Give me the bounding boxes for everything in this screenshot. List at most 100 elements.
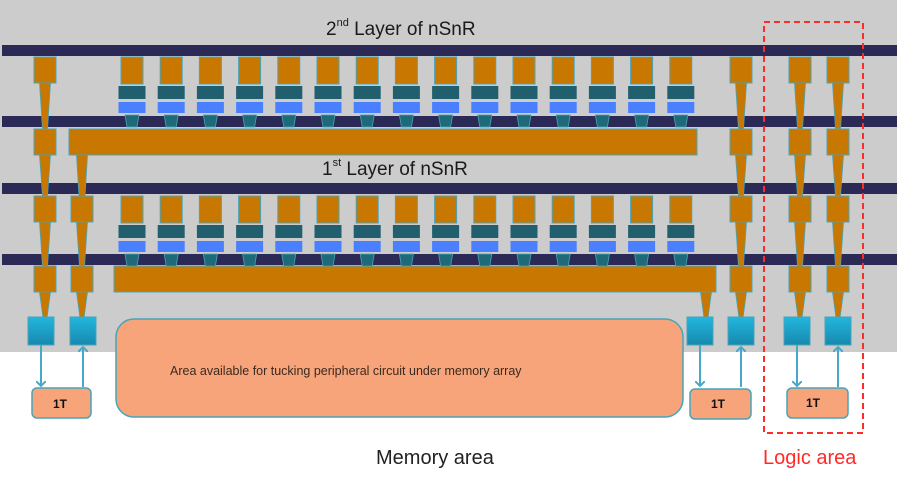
- selector-layer: [667, 225, 695, 238]
- via: [163, 114, 179, 128]
- top-electrode: [669, 56, 693, 85]
- contact-pad: [783, 316, 811, 346]
- top-electrode: [277, 195, 301, 224]
- resistive-layer: [118, 102, 146, 113]
- top-electrode: [434, 56, 458, 85]
- selector-layer: [314, 225, 342, 238]
- via-pad: [826, 265, 850, 293]
- via-pad: [33, 56, 57, 84]
- nsnr-cell: [157, 56, 185, 128]
- selector-layer: [157, 86, 185, 99]
- nsnr-cell: [392, 195, 420, 267]
- via: [673, 114, 689, 128]
- via: [477, 114, 493, 128]
- via-pad: [729, 195, 753, 223]
- via: [634, 253, 650, 267]
- resistive-layer: [432, 241, 460, 252]
- via: [398, 114, 414, 128]
- resistive-layer: [628, 241, 656, 252]
- top-electrode: [277, 56, 301, 85]
- logic-area-label: Logic area: [763, 447, 857, 469]
- top-electrode: [238, 56, 262, 85]
- top-electrode: [590, 56, 614, 85]
- resistive-layer: [314, 241, 342, 252]
- via: [320, 114, 336, 128]
- selector-layer: [510, 225, 538, 238]
- selector-layer: [588, 86, 616, 99]
- contact-pad: [69, 316, 97, 346]
- peripheral-circuit-area: [115, 318, 684, 418]
- resistive-layer: [667, 102, 695, 113]
- top-electrode: [355, 56, 379, 85]
- via-pad: [729, 56, 753, 84]
- via-pad: [788, 128, 812, 156]
- transistor-label-2: 1T: [711, 397, 726, 411]
- memory-area-label: Memory area: [376, 447, 494, 469]
- resistive-layer: [588, 102, 616, 113]
- resistive-layer: [196, 102, 224, 113]
- contact-pad: [686, 316, 714, 346]
- top-electrode: [394, 195, 418, 224]
- selector-layer: [628, 86, 656, 99]
- layer-2-text: Layer of nSnR: [348, 19, 476, 40]
- resistive-layer: [588, 241, 616, 252]
- via-pad: [33, 195, 57, 223]
- nsnr-cell: [275, 195, 303, 267]
- nsnr-cell: [588, 195, 616, 267]
- via: [163, 253, 179, 267]
- top-electrode: [394, 56, 418, 85]
- nsnr-cell: [471, 56, 499, 128]
- selector-layer: [314, 86, 342, 99]
- resistive-layer: [510, 102, 538, 113]
- transistor-box: [31, 387, 92, 419]
- selector-layer: [196, 86, 224, 99]
- resistive-layer: [275, 241, 303, 252]
- top-electrode: [590, 195, 614, 224]
- top-electrode: [120, 195, 144, 224]
- nsnr-cell: [432, 56, 460, 128]
- via: [242, 253, 258, 267]
- contact-pad: [727, 316, 755, 346]
- layer-1-text: Layer of nSnR: [341, 159, 468, 180]
- layer-2-number: 2: [326, 19, 337, 40]
- resistive-layer: [549, 241, 577, 252]
- nsnr-cell: [236, 56, 264, 128]
- nsnr-cell: [667, 195, 695, 267]
- top-electrode: [198, 56, 222, 85]
- nsnr-cell: [667, 56, 695, 128]
- via: [124, 253, 140, 267]
- selector-layer: [471, 86, 499, 99]
- nsnr-cell: [314, 56, 342, 128]
- resistive-layer: [432, 102, 460, 113]
- nsnr-cell: [549, 56, 577, 128]
- via: [320, 253, 336, 267]
- top-electrode: [473, 195, 497, 224]
- via: [516, 114, 532, 128]
- via-pad: [788, 195, 812, 223]
- nsnr-cell: [275, 56, 303, 128]
- top-electrode: [630, 56, 654, 85]
- nsnr-cell: [236, 195, 264, 267]
- via-pad: [788, 265, 812, 293]
- nsnr-cell: [392, 56, 420, 128]
- via-pad: [70, 195, 94, 223]
- resistive-layer: [628, 102, 656, 113]
- nsnr-cell: [196, 195, 224, 267]
- via-pad: [729, 128, 753, 156]
- top-electrode: [120, 56, 144, 85]
- via-pad: [729, 265, 753, 293]
- selector-layer: [196, 225, 224, 238]
- peripheral-area-label: Area available for tucking peripheral ci…: [170, 364, 522, 378]
- nsnr-cell: [510, 195, 538, 267]
- nsnr-cell: [510, 56, 538, 128]
- nsnr-cell: [118, 56, 146, 128]
- nsnr-cell: [549, 195, 577, 267]
- interconnect-column: [33, 56, 57, 319]
- nsnr-cell: [353, 56, 381, 128]
- selector-layer: [432, 86, 460, 99]
- top-electrode: [434, 195, 458, 224]
- selector-layer: [667, 86, 695, 99]
- top-electrode: [355, 195, 379, 224]
- resistive-layer: [667, 241, 695, 252]
